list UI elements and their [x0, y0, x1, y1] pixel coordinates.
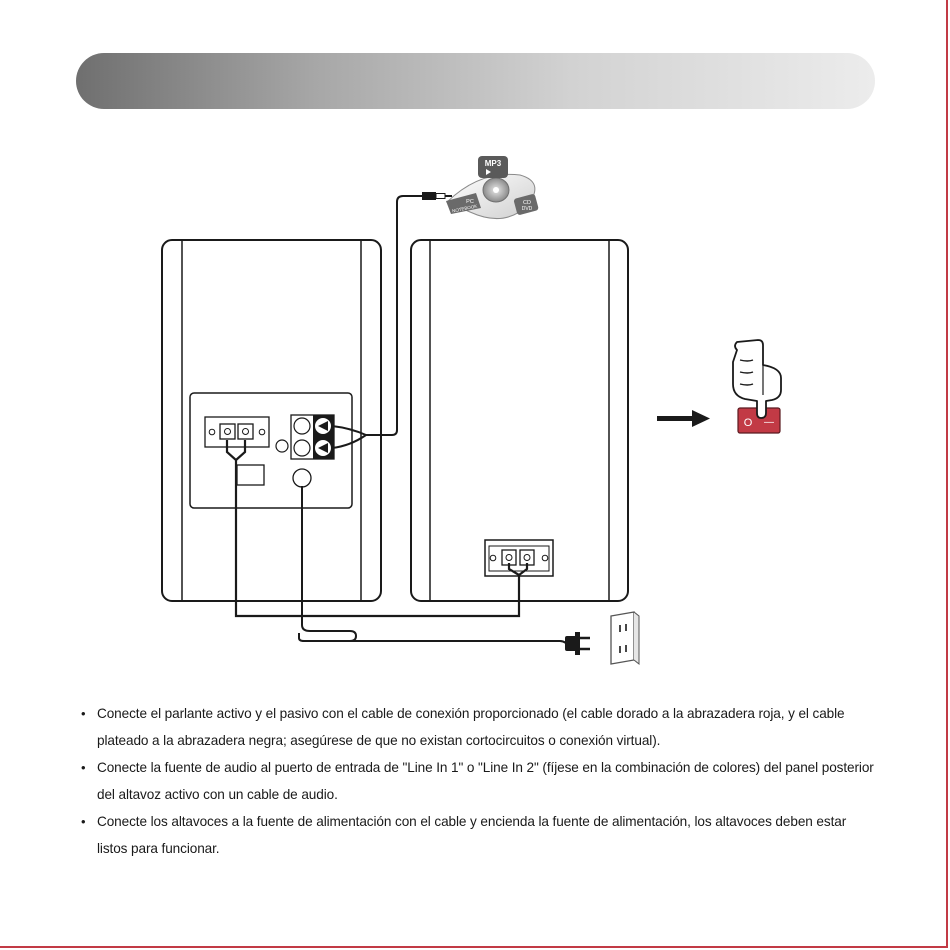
- passive-speaker: [410, 239, 629, 602]
- audio-input-cable: [331, 195, 424, 436]
- cd-dvd-icon: [513, 194, 539, 215]
- connection-diagram: MP3 PC NOTEBOOK CD DVD O —: [161, 156, 782, 666]
- audio-source-devices: MP3 PC NOTEBOOK CD DVD: [446, 156, 539, 220]
- instructions-list: Conecte el parlante activo y el pasivo c…: [78, 700, 878, 862]
- audio-jack-plug: [422, 192, 452, 200]
- notebook-icon: [446, 193, 481, 214]
- instruction-item: Conecte el parlante activo y el pasivo c…: [78, 700, 878, 754]
- speaker-connection-cable: [225, 440, 521, 618]
- power-cable: [298, 486, 358, 642]
- wall-outlet-icon: [610, 611, 640, 666]
- mp3-player-icon: [478, 156, 508, 178]
- switch-off-symbol: O: [744, 417, 753, 429]
- power-plug-icon: [565, 632, 590, 655]
- arrow-right-icon: [657, 410, 710, 427]
- hand-pointer-icon: [732, 339, 782, 419]
- instruction-item: Conecte la fuente de audio al puerto de …: [78, 754, 878, 808]
- mp3-label: MP3: [485, 159, 502, 168]
- active-speaker-rear-panel: [189, 392, 353, 509]
- dvd-label: DVD: [522, 206, 533, 212]
- switch-on-symbol: —: [764, 417, 774, 428]
- instruction-item: Conecte los altavoces a la fuente de ali…: [78, 808, 878, 862]
- section-header-bar: [76, 53, 875, 109]
- pc-label: PC: [466, 199, 474, 205]
- cd-label: CD: [523, 200, 531, 206]
- notebook-label: NOTEBOOK: [452, 203, 478, 213]
- power-switch: O —: [737, 407, 781, 434]
